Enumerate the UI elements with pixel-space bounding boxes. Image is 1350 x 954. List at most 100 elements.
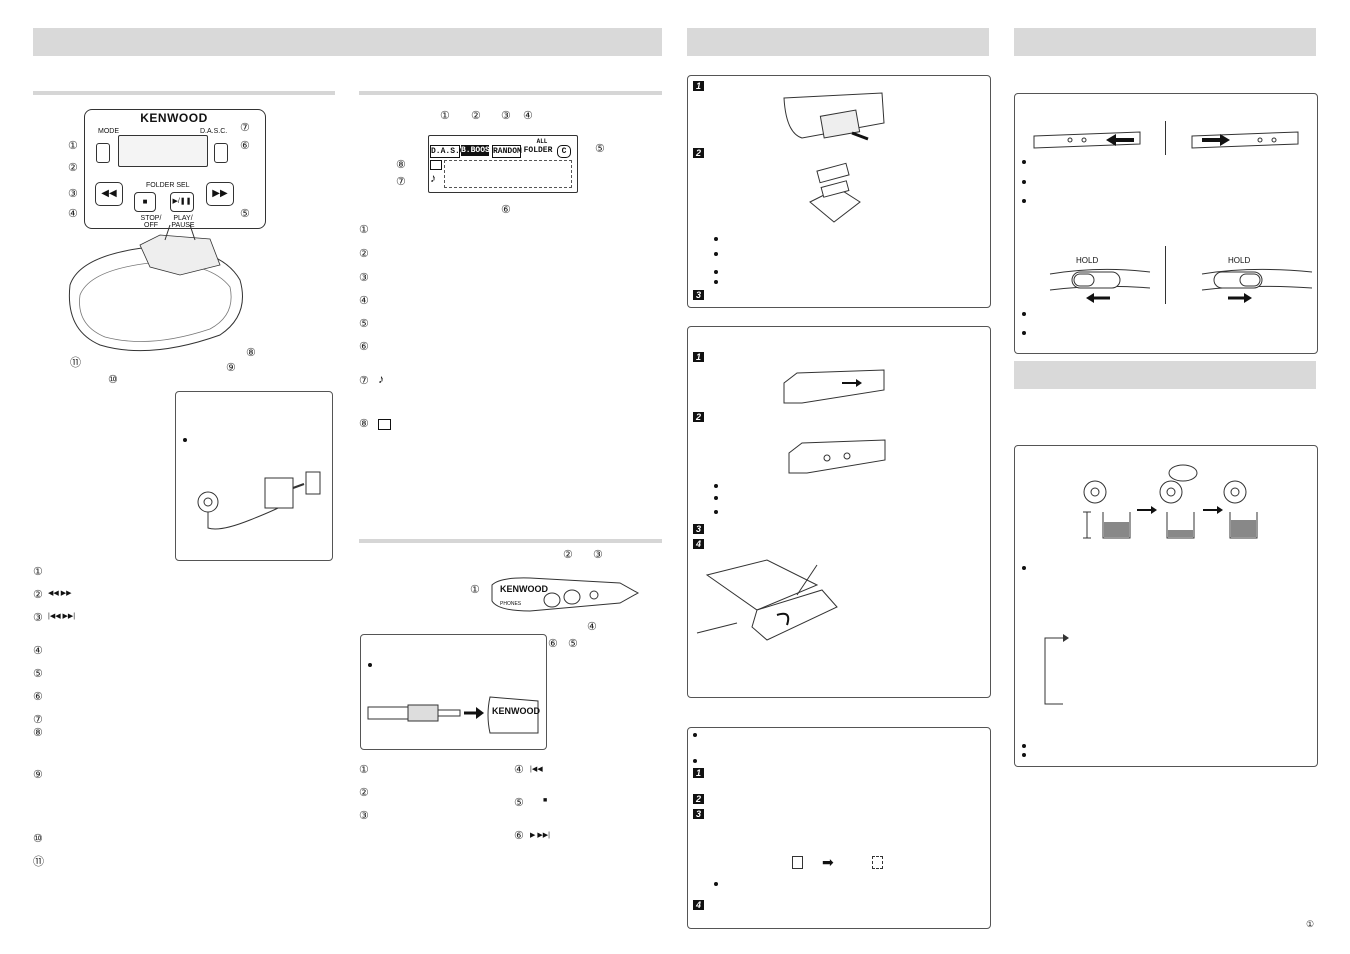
player-callout-7: ⑦	[240, 122, 250, 134]
left-list-7: ⑦	[33, 714, 43, 726]
remote-callout-4: ④	[587, 621, 597, 633]
page-number: ①	[1306, 919, 1315, 929]
pack-step-2: 2	[693, 412, 704, 422]
display-text-area	[444, 160, 572, 188]
dasc-label: D.A.S.C.	[200, 128, 228, 135]
battery-step-1: 1	[693, 81, 704, 91]
display-callout-8: ⑧	[396, 159, 406, 171]
headphone-plug-drawing	[367, 696, 539, 734]
display-c: C	[557, 145, 571, 158]
note-step-1: 1	[693, 768, 704, 778]
header-bar-hold	[1014, 28, 1316, 56]
hold-bullet-3	[1022, 199, 1026, 203]
header-bar-power	[687, 28, 989, 56]
remote-list-2: ②	[359, 787, 369, 799]
hold-divider-2	[1165, 246, 1166, 304]
remote-skip-back-icon: |◀◀	[530, 766, 543, 773]
display-list-2: ②	[359, 248, 369, 260]
player-front-panel	[84, 109, 266, 229]
left-list-8: ⑧	[33, 727, 43, 739]
dasc-button[interactable]	[214, 143, 228, 163]
phones-brand: KENWOOD	[492, 706, 540, 716]
skip-back-button[interactable]: ◀◀	[95, 182, 123, 206]
player-hold-off-drawing	[1049, 268, 1151, 303]
display-random: RANDOM	[492, 145, 522, 158]
player-body-drawing	[68, 224, 243, 352]
remote-callout-6: ⑥	[548, 638, 558, 650]
stop-off-label: STOP/ OFF	[140, 215, 162, 229]
player-callout-8: ⑧	[246, 347, 256, 359]
display-callout-7: ⑦	[396, 176, 406, 188]
note-bullet-2	[693, 759, 697, 763]
display-list-5: ⑤	[359, 318, 369, 330]
display-note-icon: ♪	[430, 171, 436, 185]
display-list-4: ④	[359, 295, 369, 307]
remote-hold-on-drawing	[1191, 131, 1299, 149]
remote-hold-off-drawing	[1033, 131, 1141, 149]
battery-empty-icon	[872, 856, 883, 869]
resume-note-box	[687, 727, 991, 929]
antishock-bullet-3	[1022, 753, 1026, 757]
adapter-drawing	[197, 471, 321, 530]
mode-button[interactable]	[96, 143, 110, 163]
display-folder-icon	[430, 160, 442, 170]
remote-callout-1: ①	[470, 584, 480, 596]
note-bullet-3	[714, 882, 718, 886]
display-callout-2: ②	[471, 110, 481, 122]
display-list-8: ⑧	[359, 418, 369, 430]
battery-step-3: 3	[693, 290, 704, 300]
skip-forward-button[interactable]: ▶▶	[206, 182, 234, 206]
memory-buffer-drawing	[1083, 464, 1258, 539]
hold-label-left: HOLD	[1076, 256, 1099, 265]
display-list-6: ⑥	[359, 341, 369, 353]
phones-bullet	[368, 663, 372, 667]
display-list-7: ⑦	[359, 375, 369, 387]
player-callout-6: ⑥	[240, 140, 250, 152]
display-panel	[428, 135, 578, 193]
list-note-icon: ♪	[378, 372, 384, 386]
stop-button[interactable]: ■	[134, 192, 156, 212]
remote-brand: KENWOOD	[500, 584, 548, 594]
flow-bracket-drawing	[1044, 634, 1069, 705]
pack-attach-drawing	[696, 559, 838, 641]
subbar-remote	[359, 539, 662, 543]
player-callout-4: ④	[68, 208, 78, 220]
note-step-4: 4	[693, 900, 704, 910]
mode-label: MODE	[98, 128, 119, 135]
player-callout-5: ⑤	[240, 208, 250, 220]
hold-bullet-2	[1022, 180, 1026, 184]
subbar-display	[359, 91, 662, 95]
arrow-right-icon: ➡	[822, 854, 834, 870]
player-callout-9: ⑨	[226, 362, 236, 374]
left-list-1: ①	[33, 566, 43, 578]
list-folder-icon	[378, 419, 391, 430]
pack-step-3: 3	[693, 524, 704, 534]
note-step-3: 3	[693, 809, 704, 819]
display-dasc: D.A.S.C.	[430, 145, 470, 158]
remote-list-3: ③	[359, 810, 369, 822]
left-list-9: ⑨	[33, 769, 43, 781]
subbar-player	[33, 91, 335, 95]
display-folder: FOLDER	[523, 146, 553, 155]
display-callout-4: ④	[523, 110, 533, 122]
remote-drawing	[491, 577, 640, 612]
pack-bullet-3	[714, 510, 718, 514]
skip-icons: |◀◀ ▶▶|	[48, 613, 76, 620]
folder-sel-label: FOLDER SEL	[146, 182, 190, 189]
remote-list-6: ⑥	[514, 830, 524, 842]
player-callout-10: ⑩	[108, 374, 118, 386]
player-callout-3: ③	[68, 188, 78, 200]
display-list-3: ③	[359, 272, 369, 284]
search-icons: ◀◀ ▶▶	[48, 590, 72, 597]
remote-list-4: ④	[514, 764, 524, 776]
remote-callout-2: ②	[563, 549, 573, 561]
note-bullet-1	[693, 733, 697, 737]
remote-list-1: ①	[359, 764, 369, 776]
battery-bullet-2	[714, 252, 718, 256]
display-callout-6: ⑥	[501, 204, 511, 216]
left-list-4: ④	[33, 645, 43, 657]
note-step-2: 2	[693, 794, 704, 804]
play-pause-button[interactable]: ▶/❚❚	[170, 192, 194, 212]
pack-bullet-2	[714, 496, 718, 500]
left-list-10: ⑩	[33, 833, 43, 845]
